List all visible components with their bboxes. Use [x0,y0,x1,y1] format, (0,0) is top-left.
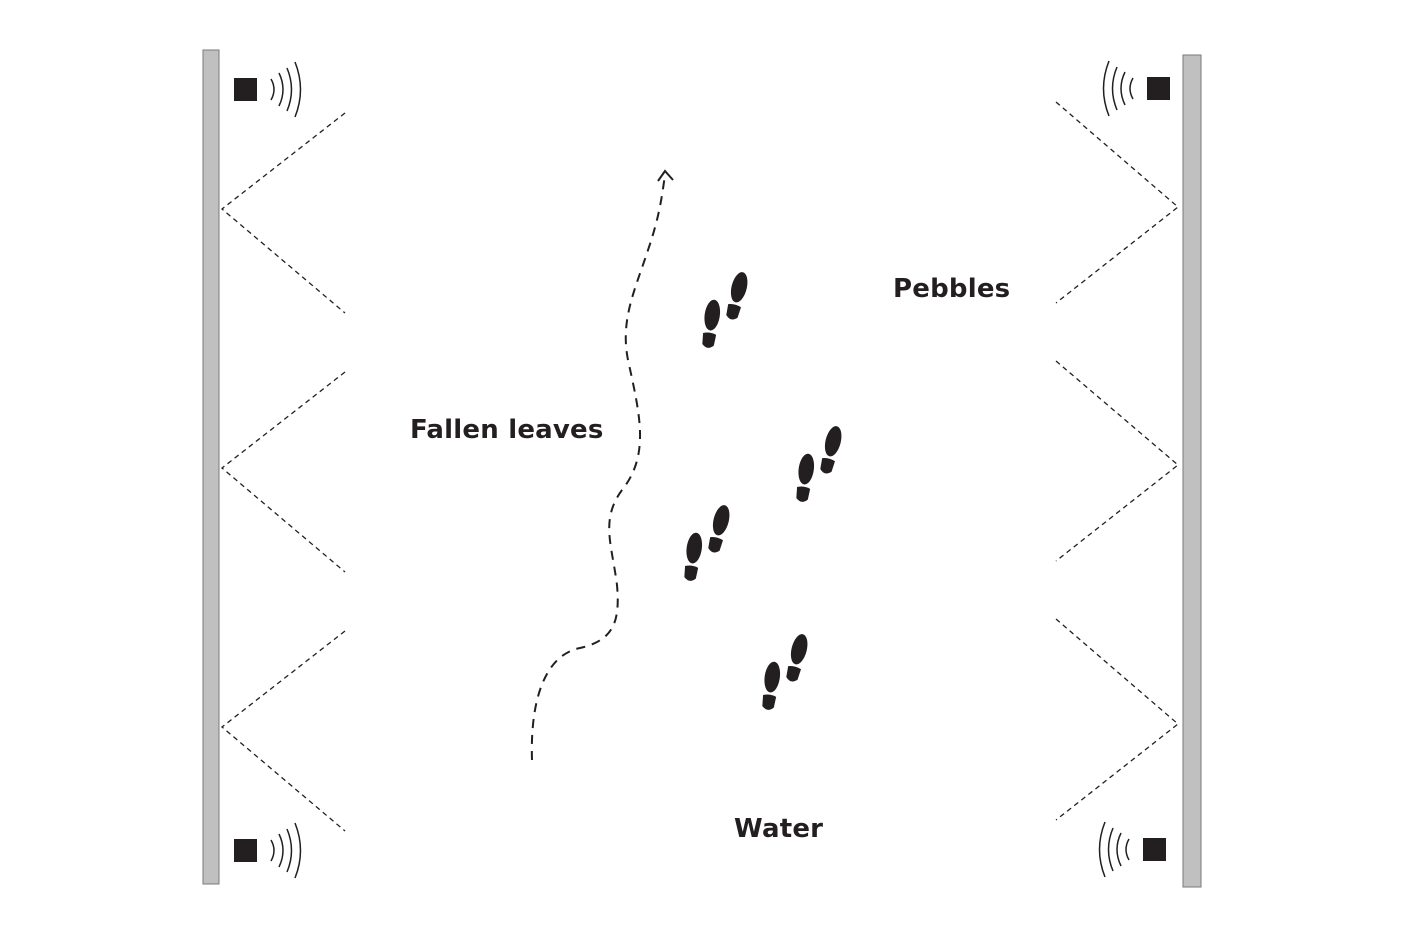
right-reflection-bottom [1055,618,1180,821]
footprint-pair-1 [700,270,750,348]
left-wall [202,49,220,885]
right-reflection-top [1055,101,1180,304]
speaker-bottom-left [234,822,302,879]
speaker-icon [1147,77,1170,100]
speaker-icon [234,839,257,862]
left-reflection-bottom [220,630,346,832]
speaker-icon [234,78,257,101]
footprint-pair-2 [794,424,844,502]
left-reflection-top [220,112,346,314]
left-reflection-middle [220,371,346,573]
dashed-path-arrow-icon [530,169,674,761]
path-arrowhead [657,169,674,182]
right-reflection-middle [1055,360,1180,562]
label-pebbles: Pebbles [893,274,1011,304]
sound-waves-icon [1102,60,1134,117]
footprint-pair-3 [682,503,732,581]
left-reflection-lines [220,112,346,832]
sound-waves-icon [1098,821,1130,878]
footprint-pair-4 [760,632,810,710]
right-wall [1182,54,1202,888]
label-fallen-leaves: Fallen leaves [410,415,604,445]
speaker-top-left [234,61,302,118]
sound-waves-icon [270,61,302,118]
right-reflection-lines [1055,101,1180,821]
speaker-top-right [1102,60,1170,117]
sound-waves-icon [270,822,302,879]
footprints-icon [682,270,844,710]
speaker-icon [1143,838,1166,861]
speaker-bottom-right [1098,821,1166,878]
label-water: Water [734,814,824,844]
walking-path [530,174,666,761]
